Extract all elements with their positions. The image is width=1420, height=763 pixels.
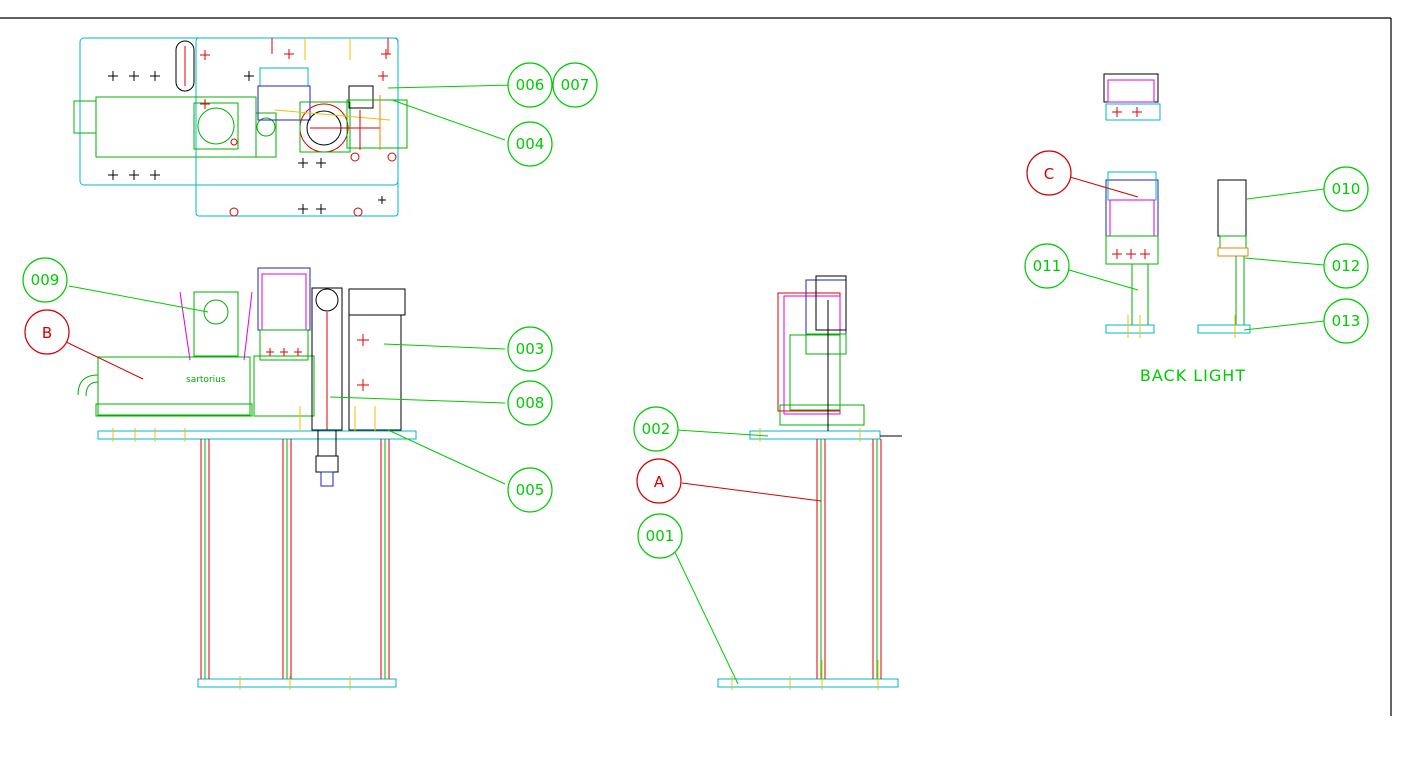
drawing-frame	[0, 17, 1392, 716]
callout-b: B	[24, 309, 70, 355]
callout-a: A	[636, 458, 682, 504]
callout-012: 012	[1323, 243, 1369, 289]
back-light-detail	[1103, 73, 1251, 338]
callout-007-label: 007	[561, 76, 590, 94]
callout-005: 005	[507, 467, 553, 513]
callout-009: 009	[22, 257, 68, 303]
callout-013: 013	[1323, 298, 1369, 344]
callout-b-label: B	[42, 324, 52, 342]
callout-005-label: 005	[516, 481, 545, 499]
top-view	[73, 37, 408, 217]
callout-a-label: A	[654, 473, 665, 491]
callout-003-label: 003	[516, 340, 545, 358]
side-view	[717, 275, 902, 690]
callout-008: 008	[507, 380, 553, 426]
callout-002: 002	[633, 406, 679, 452]
callout-002-label: 002	[642, 420, 671, 438]
callout-009-label: 009	[31, 271, 60, 289]
callout-c-label: C	[1044, 165, 1054, 183]
callout-007: 007	[552, 62, 598, 108]
front-view: sartorius	[77, 267, 417, 690]
callout-010: 010	[1323, 166, 1369, 212]
callout-011: 011	[1024, 243, 1070, 289]
callout-004-label: 004	[516, 135, 545, 153]
leader-lines	[61, 84, 1325, 685]
callout-010-label: 010	[1332, 180, 1361, 198]
callout-004: 004	[507, 121, 553, 167]
callout-008-label: 008	[516, 394, 545, 412]
callout-011-label: 011	[1033, 257, 1062, 275]
callout-c: C	[1026, 150, 1072, 196]
callout-003: 003	[507, 326, 553, 372]
callout-001: 001	[637, 513, 683, 559]
callout-006: 006	[507, 62, 553, 108]
callout-001-label: 001	[646, 527, 675, 545]
brand-mark-text: sartorius	[186, 375, 226, 385]
back-light-label: BACK LIGHT	[1140, 366, 1246, 385]
callout-013-label: 013	[1332, 312, 1361, 330]
callout-006-label: 006	[516, 76, 545, 94]
callout-012-label: 012	[1332, 257, 1361, 275]
